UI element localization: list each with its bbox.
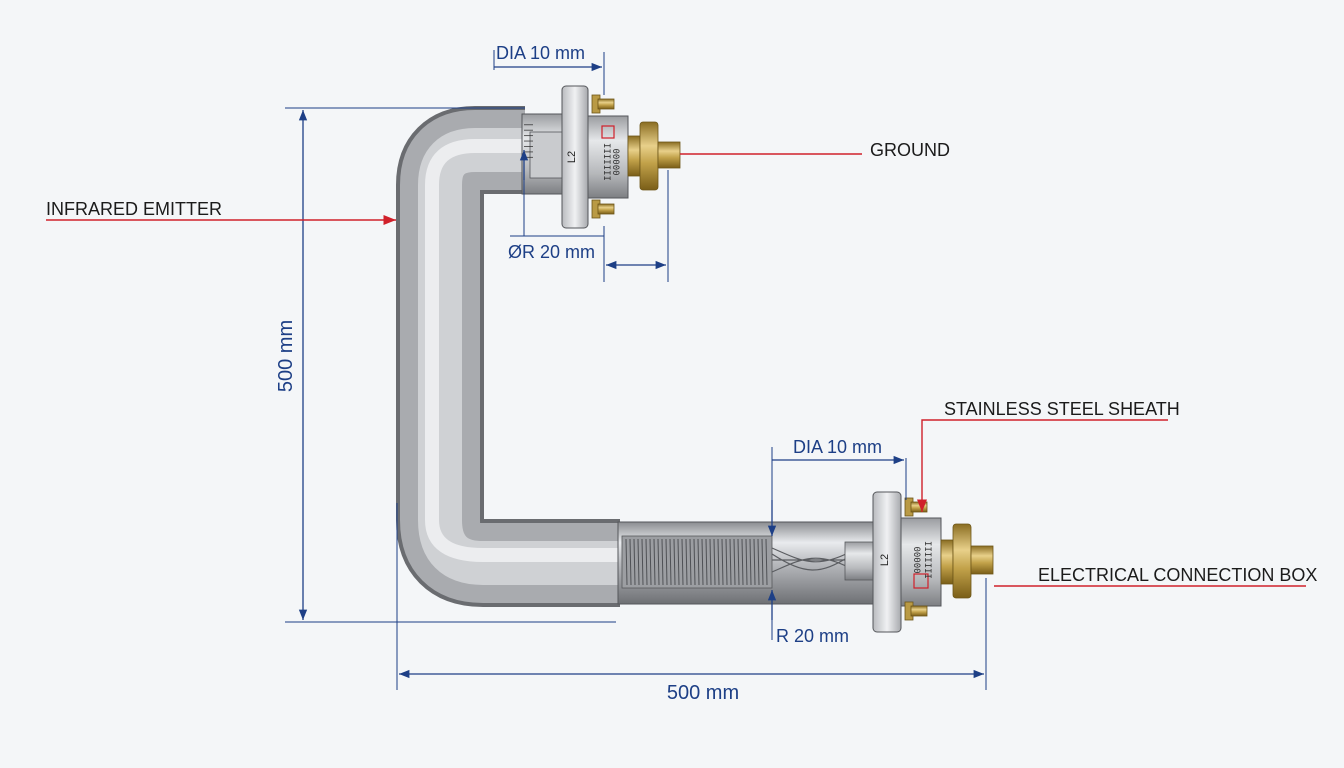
coil-section <box>617 521 881 605</box>
coil-winding <box>685 538 688 586</box>
coil-winding <box>625 538 628 586</box>
dim-width: 500 mm <box>667 682 739 704</box>
engraving-top-a: IIIIIII <box>601 143 611 181</box>
top-terminal-assembly: ||||||| L2 IIIIIII 00000 <box>521 85 681 229</box>
coil-winding <box>665 538 668 586</box>
coil-winding <box>681 538 684 586</box>
heater-pipe <box>396 106 620 607</box>
brass-terminal-icon <box>940 523 994 599</box>
coil-winding <box>737 538 740 586</box>
coil-winding <box>757 538 760 586</box>
coil-winding <box>761 538 764 586</box>
coil-winding <box>725 538 728 586</box>
coil-winding <box>657 538 660 586</box>
engraving-bottom-a: 00000 <box>911 546 921 573</box>
coil-winding <box>645 538 648 586</box>
coil-winding <box>717 538 720 586</box>
bolt-icon <box>591 94 615 114</box>
coil-winding <box>649 538 652 586</box>
dim-dia-bottom: DIA 10 mm <box>793 437 882 457</box>
coil-winding <box>641 538 644 586</box>
coil-winding <box>741 538 744 586</box>
coil-winding <box>673 538 676 586</box>
flange-mark-top: L2 <box>566 151 578 163</box>
coil-winding <box>629 538 632 586</box>
leader-lines <box>46 153 1306 587</box>
tube-marking-top: ||||||| <box>524 122 534 160</box>
bolt-icon <box>904 601 928 621</box>
marking-box-top <box>601 125 615 139</box>
bolt-icon <box>591 199 615 219</box>
coil-winding <box>637 538 640 586</box>
coil-winding <box>633 538 636 586</box>
dim-radius-top: ØR 20 mm <box>508 242 595 262</box>
coil-winding <box>689 538 692 586</box>
coil-winding <box>669 538 672 586</box>
coil-winding <box>677 538 680 586</box>
label-ground: GROUND <box>870 140 950 160</box>
coil-winding <box>697 538 700 586</box>
coil-winding <box>753 538 756 586</box>
bottom-terminal-assembly: L2 00000 IIIIIII <box>872 491 994 633</box>
coil-winding <box>653 538 656 586</box>
heating-coil <box>625 538 768 586</box>
flange-mark-bottom: L2 <box>879 554 891 566</box>
brass-terminal-icon <box>627 121 681 191</box>
coil-winding <box>661 538 664 586</box>
coil-winding <box>693 538 696 586</box>
dim-height: 500 mm <box>275 320 297 392</box>
coil-winding <box>709 538 712 586</box>
coil-winding <box>749 538 752 586</box>
dim-dia-top: DIA 10 mm <box>496 43 585 63</box>
engraving-bottom-b: IIIIIII <box>922 541 932 579</box>
coil-winding <box>745 538 748 586</box>
bolt-icon <box>904 497 928 517</box>
coil-winding <box>713 538 716 586</box>
label-infrared-emitter: INFRARED EMITTER <box>46 199 222 219</box>
coil-winding <box>729 538 732 586</box>
engraving-top-b: 00000 <box>610 148 620 175</box>
coil-winding <box>733 538 736 586</box>
coil-winding <box>765 538 768 586</box>
label-stainless-steel-sheath: STAINLESS STEEL SHEATH <box>944 399 1180 419</box>
dim-radius-bottom: R 20 mm <box>776 626 849 646</box>
dimension-lines <box>285 50 987 690</box>
coil-winding <box>705 538 708 586</box>
marking-box-bottom <box>913 573 929 589</box>
coil-winding <box>721 538 724 586</box>
label-electrical-connection-box: ELECTRICAL CONNECTION BOX <box>1038 565 1317 585</box>
coil-winding <box>701 538 704 586</box>
